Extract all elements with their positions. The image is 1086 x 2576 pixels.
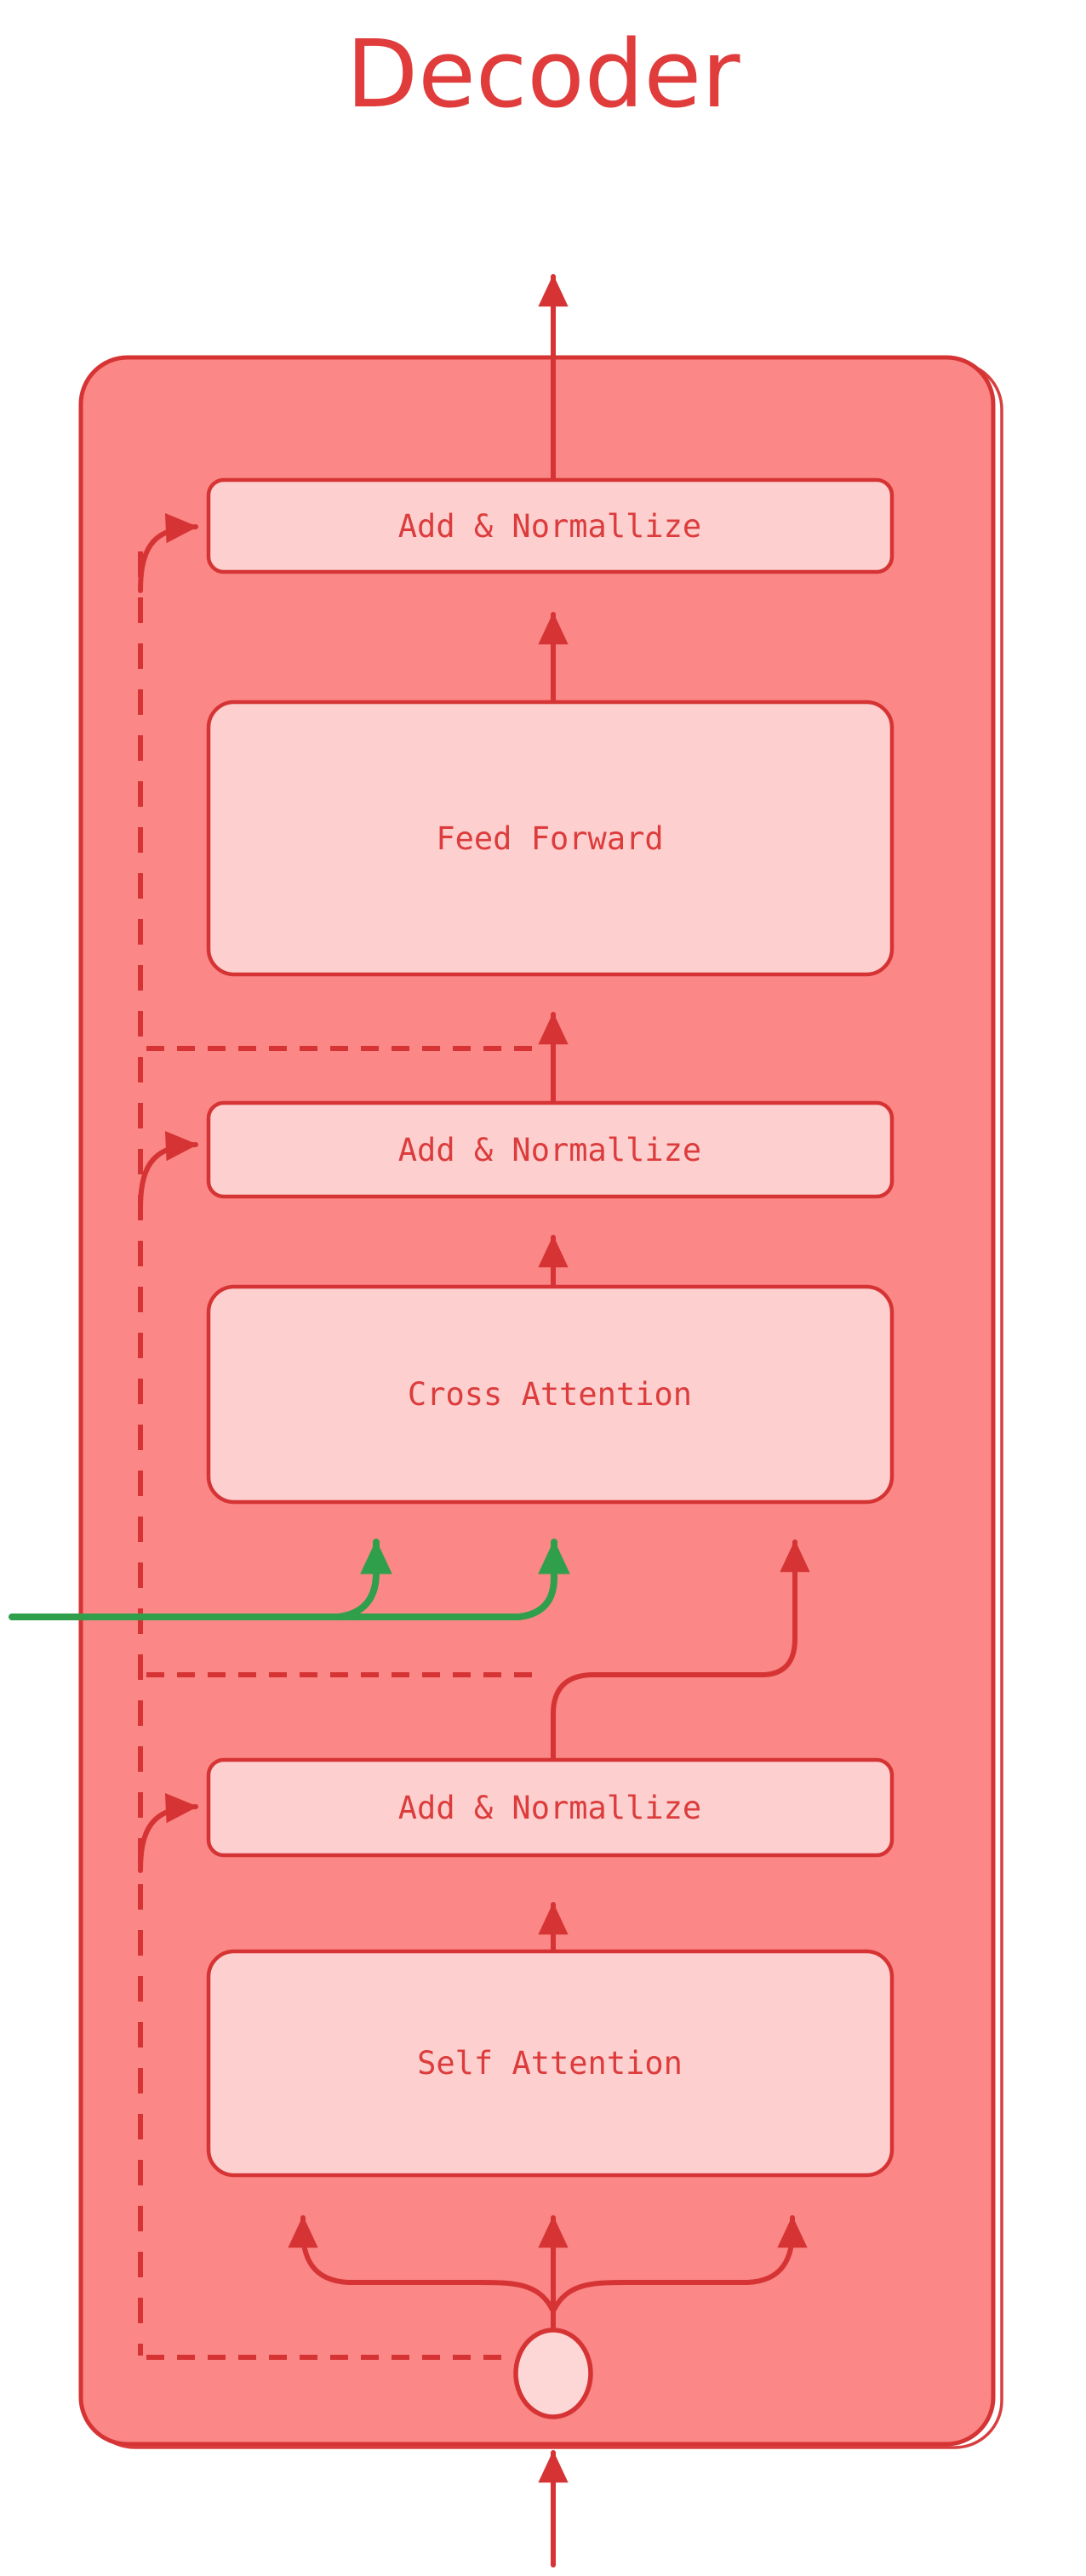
residual-arrow-into-add-norm-top (138, 512, 198, 593)
self-attention-label: Self Attention (417, 2045, 683, 2082)
residual-arrow-into-add-norm-bottom (138, 1792, 198, 1873)
self-attention-input-fan (288, 2215, 808, 2333)
main-flow-arrows (538, 274, 810, 1954)
self-attention-input-arrow-left (288, 2215, 555, 2312)
sum-circle (513, 2328, 593, 2419)
arrow-query-into-cross-attention (551, 1539, 810, 1762)
residual-arrow-into-add-norm-mid (138, 1130, 198, 1211)
block-cross-attention: Cross Attention (206, 1284, 895, 1505)
block-self-attention: Self Attention (206, 1949, 895, 2178)
block-add-norm-bottom: Add & Normallize (206, 1757, 895, 1858)
cross-attention-box (206, 1284, 895, 1505)
residual-connections (138, 512, 541, 2360)
block-add-norm-mid: Add & Normallize (206, 1100, 895, 1199)
feed-forward-box (206, 700, 895, 977)
add-norm-bottom-label: Add & Normallize (398, 1790, 701, 1826)
add-norm-top-box (206, 477, 895, 574)
feed-forward-label: Feed Forward (436, 820, 663, 857)
add-norm-top-label: Add & Normallize (398, 508, 701, 545)
add-norm-bottom-box (206, 1757, 895, 1858)
add-norm-mid-box (206, 1100, 895, 1199)
diagram-title: Decoder (346, 20, 741, 129)
encoder-input-arrow-left (335, 1539, 392, 1620)
add-norm-mid-label: Add & Normallize (398, 1132, 701, 1168)
self-attention-input-arrow-right (552, 2215, 808, 2312)
cross-attention-label: Cross Attention (408, 1376, 692, 1413)
encoder-input-arrow-right (9, 1539, 570, 1620)
block-feed-forward: Feed Forward (206, 700, 895, 977)
self-attention-box (206, 1949, 895, 2178)
block-add-norm-top: Add & Normallize (206, 477, 895, 574)
encoder-input-lines (9, 1539, 570, 1620)
